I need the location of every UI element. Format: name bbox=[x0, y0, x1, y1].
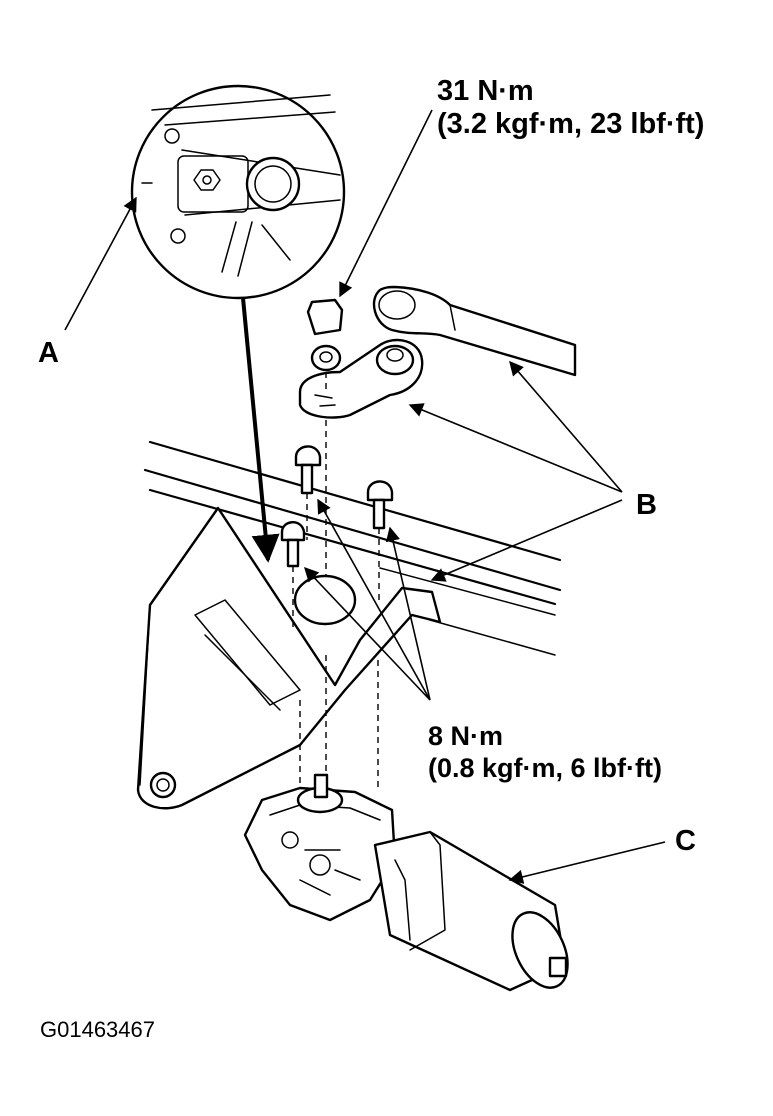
bolt-left bbox=[280, 521, 306, 630]
torque-lower-value: 8 N·m bbox=[428, 721, 503, 751]
motor-mounting-bracket bbox=[136, 506, 442, 810]
torque-upper-value: 31 N·m bbox=[437, 75, 534, 107]
leader-upper-torque bbox=[339, 109, 433, 298]
callout-a: A bbox=[38, 337, 59, 369]
torque-lower-conversion: (0.8 kgf·m, 6 lbf·ft) bbox=[428, 753, 662, 783]
leader-c bbox=[508, 841, 666, 884]
bracket-bolts bbox=[280, 445, 394, 630]
detail-pointer-arrow bbox=[241, 297, 280, 563]
detail-magnifier bbox=[130, 84, 346, 300]
leader-b-arm bbox=[408, 403, 623, 493]
callout-c: C bbox=[675, 825, 696, 857]
torque-upper-conversion: (3.2 kgf·m, 23 lbf·ft) bbox=[437, 108, 704, 140]
detail-linkage-drawing bbox=[141, 94, 341, 277]
leader-b-rod bbox=[509, 360, 623, 493]
crank-nut bbox=[306, 298, 344, 372]
leader-lower-torque-1 bbox=[317, 498, 431, 701]
leader-lower-torque-2 bbox=[304, 566, 431, 701]
bolt-middle bbox=[294, 445, 322, 540]
leader-a bbox=[64, 196, 137, 331]
motor-alignment-lines bbox=[299, 655, 379, 790]
bolt-right bbox=[366, 480, 394, 600]
wiper-motor bbox=[243, 773, 569, 992]
leader-lower-torque-3 bbox=[385, 526, 431, 701]
reference-code: G01463467 bbox=[40, 1017, 155, 1042]
wiper-linkage-rod bbox=[372, 285, 577, 377]
leader-b-panel bbox=[430, 499, 623, 582]
callout-b: B bbox=[636, 489, 657, 521]
